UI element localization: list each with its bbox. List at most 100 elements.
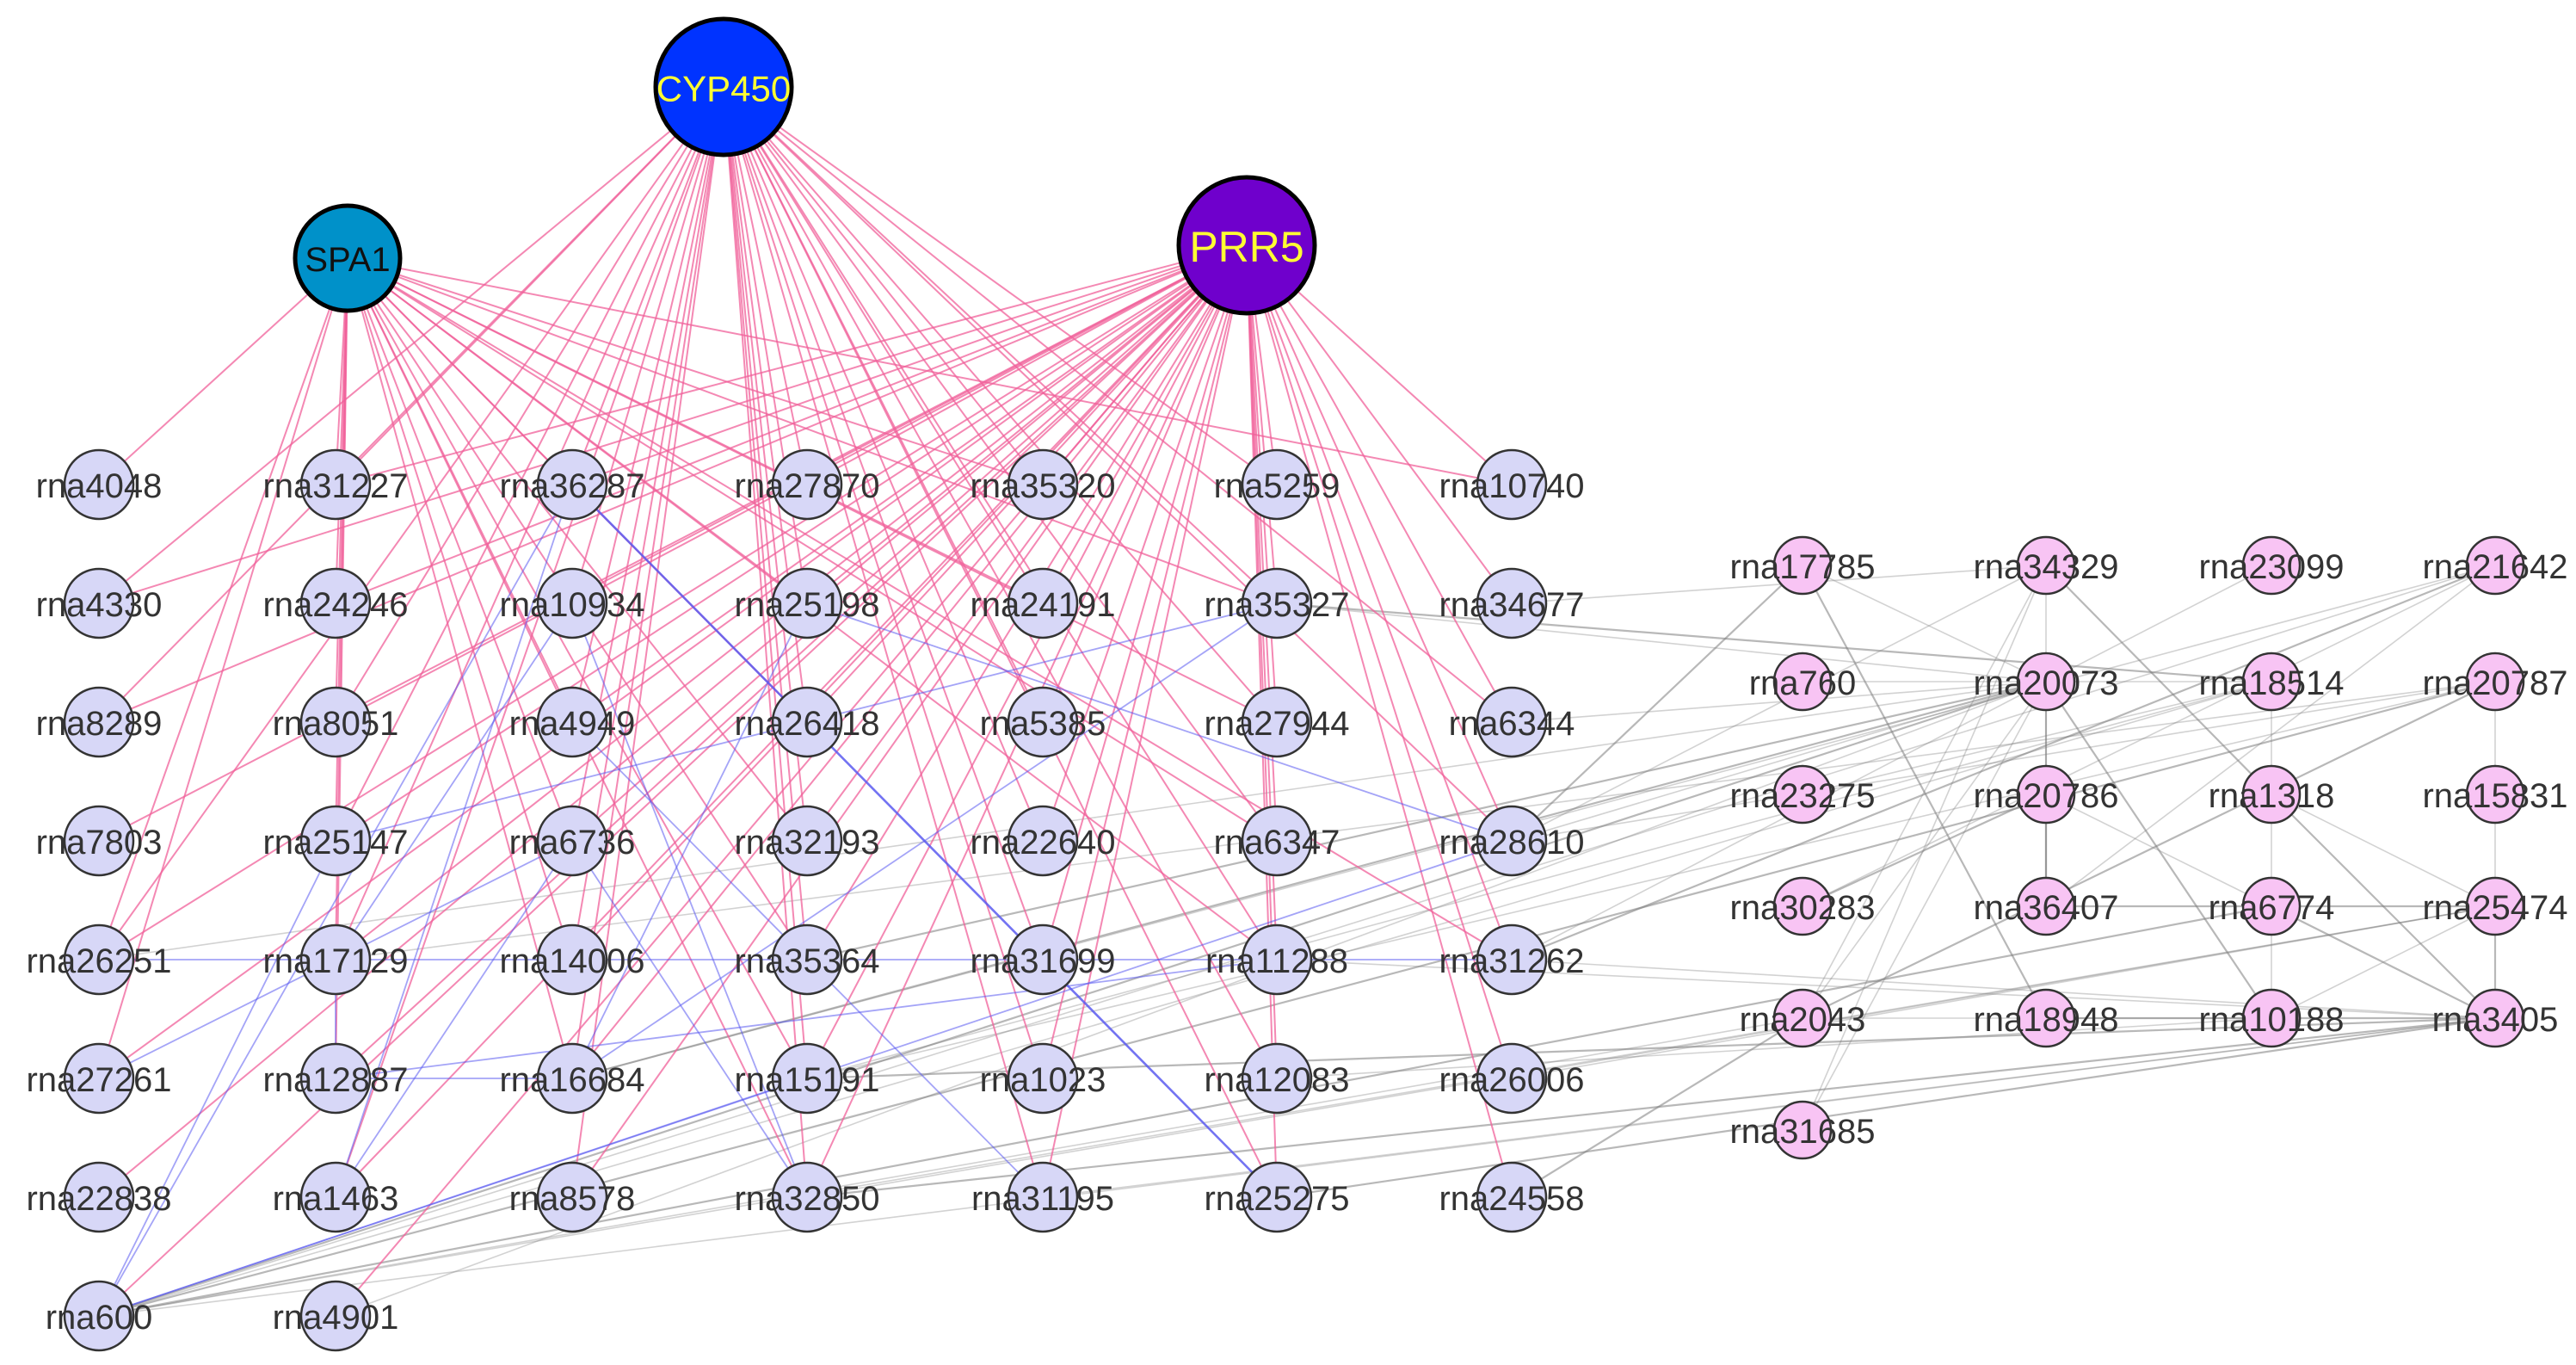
node-circle	[1772, 1100, 1833, 1160]
edge-gray	[1276, 602, 2047, 682]
edge-cyp450	[723, 86, 1044, 1198]
node-rna24246: rna24246	[262, 567, 409, 639]
edge-cyp450	[723, 86, 1278, 1198]
edge-gray	[98, 905, 2496, 1317]
node-rna35327: rna35327	[1204, 567, 1350, 639]
node-label: rna24246	[262, 586, 408, 624]
node-rna1463: rna1463	[273, 1161, 398, 1233]
edge-spa1	[347, 257, 1278, 604]
node-rna24191: rna24191	[970, 567, 1116, 639]
node-rna23099: rna23099	[2198, 535, 2345, 596]
edge-cyp450	[335, 86, 724, 960]
edge-gray	[1511, 564, 2496, 961]
edge-gray	[806, 905, 2496, 1198]
edge-prr5	[98, 244, 1248, 1079]
node-circle	[2241, 988, 2302, 1048]
hub-circle	[653, 16, 794, 158]
edge-gray	[1511, 681, 2047, 842]
node-rna31195: rna31195	[971, 1161, 1114, 1233]
node-label: rna32850	[734, 1180, 879, 1218]
hub-circle	[1176, 175, 1317, 316]
node-rna2043: rna2043	[1740, 988, 1865, 1048]
node-rna10934: rna10934	[499, 567, 645, 639]
node-circle	[1007, 448, 1079, 521]
node-rna18514: rna18514	[2198, 652, 2345, 712]
node-rna15191: rna15191	[734, 1042, 880, 1115]
node-rna10188: rna10188	[2198, 988, 2345, 1048]
edge-gray	[1511, 1017, 1803, 1198]
edge-prr5	[571, 244, 1248, 485]
node-rna31227: rna31227	[262, 448, 409, 521]
edge-cyp450	[723, 86, 808, 1198]
node-label: rna30283	[1729, 889, 1875, 927]
node-circle	[1241, 923, 1313, 996]
edge-blue	[571, 840, 808, 1198]
edge-blue	[571, 602, 1278, 1079]
node-label: rna21642	[2422, 548, 2567, 586]
edge-cyp450	[723, 86, 1278, 723]
node-rna5385: rna5385	[980, 686, 1106, 758]
hub-label: CYP450	[656, 69, 791, 109]
edge-gray	[98, 680, 2496, 1318]
node-circle	[1772, 876, 1833, 936]
node-rna5259: rna5259	[1214, 448, 1340, 521]
node-label: rna11288	[1205, 942, 1348, 980]
edge-gray	[98, 681, 2272, 1317]
edge-gray	[806, 681, 2272, 1079]
node-rna600: rna600	[46, 1280, 152, 1352]
edge-prr5	[806, 244, 1248, 842]
node-rna1023: rna1023	[980, 1042, 1106, 1115]
node-label: rna35364	[734, 942, 879, 980]
node-label: rna27944	[1204, 705, 1349, 743]
edge-prr5	[98, 244, 1248, 960]
edge-gray	[2271, 905, 2496, 1019]
edge-prr5	[1246, 244, 1513, 1198]
node-label: rna4048	[36, 467, 163, 505]
node-circle	[63, 805, 135, 877]
node-rna8289: rna8289	[36, 686, 162, 758]
node-rna25474: rna25474	[2422, 876, 2568, 936]
edge-cyp450	[98, 86, 724, 604]
node-label: rna8051	[273, 705, 399, 743]
node-circle	[299, 567, 372, 639]
node-rna6736: rna6736	[509, 805, 635, 877]
edge-gray	[98, 681, 2047, 960]
node-circle	[1007, 686, 1079, 758]
node-circle	[299, 686, 372, 758]
node-rna36407: rna36407	[1973, 876, 2119, 936]
edge-gray	[1802, 565, 2047, 1019]
node-circle	[63, 448, 135, 521]
node-rna26006: rna26006	[1439, 1042, 1585, 1115]
node-rna20786: rna20786	[1973, 764, 2119, 825]
edge-prr5	[1042, 244, 1248, 1198]
nodes-layer: rna4048rna4330rna8289rna7803rna26251rna2…	[26, 16, 2568, 1352]
edge-cyp450	[571, 86, 724, 1079]
node-circle	[63, 1161, 135, 1233]
edge-cyp450	[571, 86, 724, 604]
node-label: rna36287	[499, 467, 644, 505]
node-rna16684: rna16684	[499, 1042, 645, 1115]
node-rna21642: rna21642	[2422, 535, 2568, 596]
edge-gray	[2045, 565, 2272, 682]
edge-spa1	[347, 257, 1278, 842]
edge-gray	[1276, 1017, 2272, 1079]
node-rna6347: rna6347	[1214, 805, 1340, 877]
node-circle	[1241, 805, 1313, 877]
node-circle	[63, 1042, 135, 1115]
node-rna17785: rna17785	[1729, 535, 1876, 596]
edge-blue	[335, 602, 573, 960]
edge-gray	[98, 905, 2272, 1318]
node-circle	[1772, 988, 1833, 1048]
node-label: rna22838	[26, 1180, 171, 1218]
edge-prr5	[1246, 244, 1513, 1079]
node-circle	[536, 923, 608, 996]
edge-gray	[1802, 565, 2047, 1131]
node-rna26418: rna26418	[734, 686, 880, 758]
node-circle	[63, 923, 135, 996]
node-label: rna14006	[499, 942, 644, 980]
node-label: rna760	[1749, 664, 1857, 702]
node-circle	[771, 1042, 843, 1115]
node-circle	[63, 1280, 135, 1352]
node-label: rna10934	[499, 586, 644, 624]
node-circle	[2241, 535, 2302, 596]
